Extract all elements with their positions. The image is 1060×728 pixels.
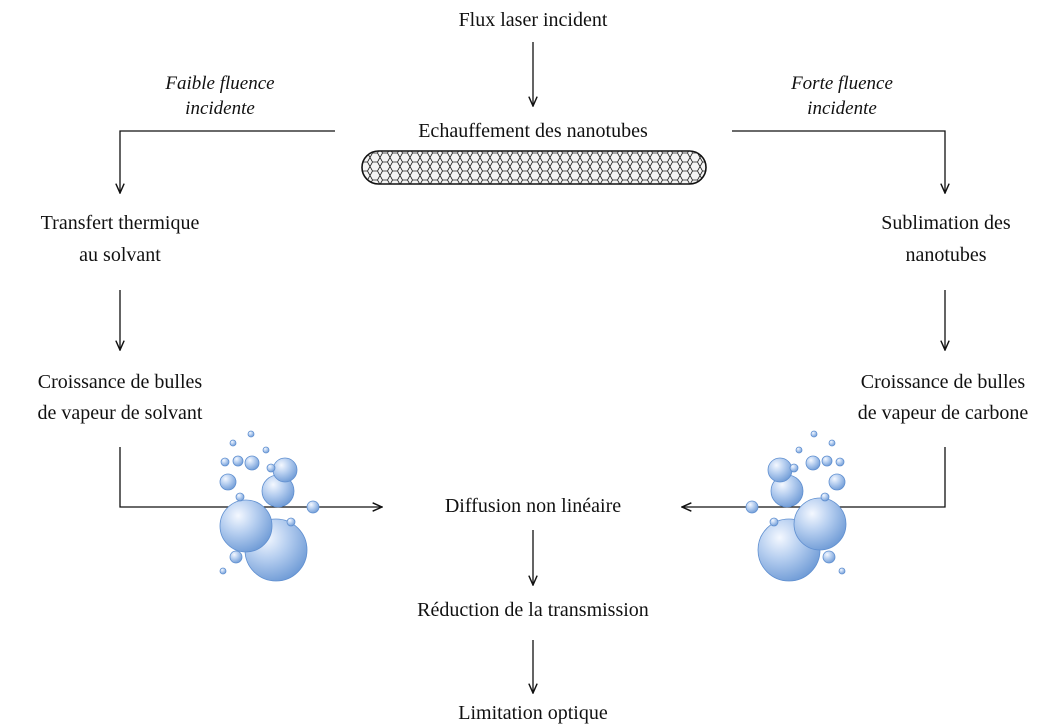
node-sublimation: Sublimation des xyxy=(881,212,1011,234)
arrow-high-fluence-branch xyxy=(732,130,945,193)
node-thermal-transfer-solvent: au solvant xyxy=(79,244,161,266)
node-carbon-bubbles-vapor: de vapeur de carbone xyxy=(857,402,1029,424)
label-low-fluence: Faible fluence xyxy=(165,73,275,94)
node-nonlinear-scattering: Diffusion non linéaire xyxy=(444,495,622,517)
label-low-fluence-incident: incidente xyxy=(185,98,255,119)
node-carbon-bubbles: Croissance de bulles xyxy=(860,371,1026,393)
node-solvent-bubbles-vapor: de vapeur de solvant xyxy=(37,402,203,424)
nanotube-icon xyxy=(361,150,707,185)
label-high-fluence: Forte fluence xyxy=(791,73,893,94)
node-transmission-reduction: Réduction de la transmission xyxy=(417,599,649,621)
label-high-fluence-incident: incidente xyxy=(807,98,877,119)
arrow-right-to-diffusion xyxy=(682,447,946,507)
bubbles-icon xyxy=(219,430,320,582)
node-thermal-transfer: Transfert thermique xyxy=(40,212,200,234)
arrow-low-fluence-branch xyxy=(120,130,335,193)
node-optical-limiting: Limitation optique xyxy=(458,702,608,724)
node-laser-flux: Flux laser incident xyxy=(458,9,608,31)
node-solvent-bubbles: Croissance de bulles xyxy=(37,371,203,393)
node-nanotube-heating: Echauffement des nanotubes xyxy=(418,120,648,142)
arrow-left-to-diffusion xyxy=(119,447,382,507)
bubbles-icon xyxy=(745,430,847,582)
node-sublimation-nanotubes: nanotubes xyxy=(905,244,987,266)
